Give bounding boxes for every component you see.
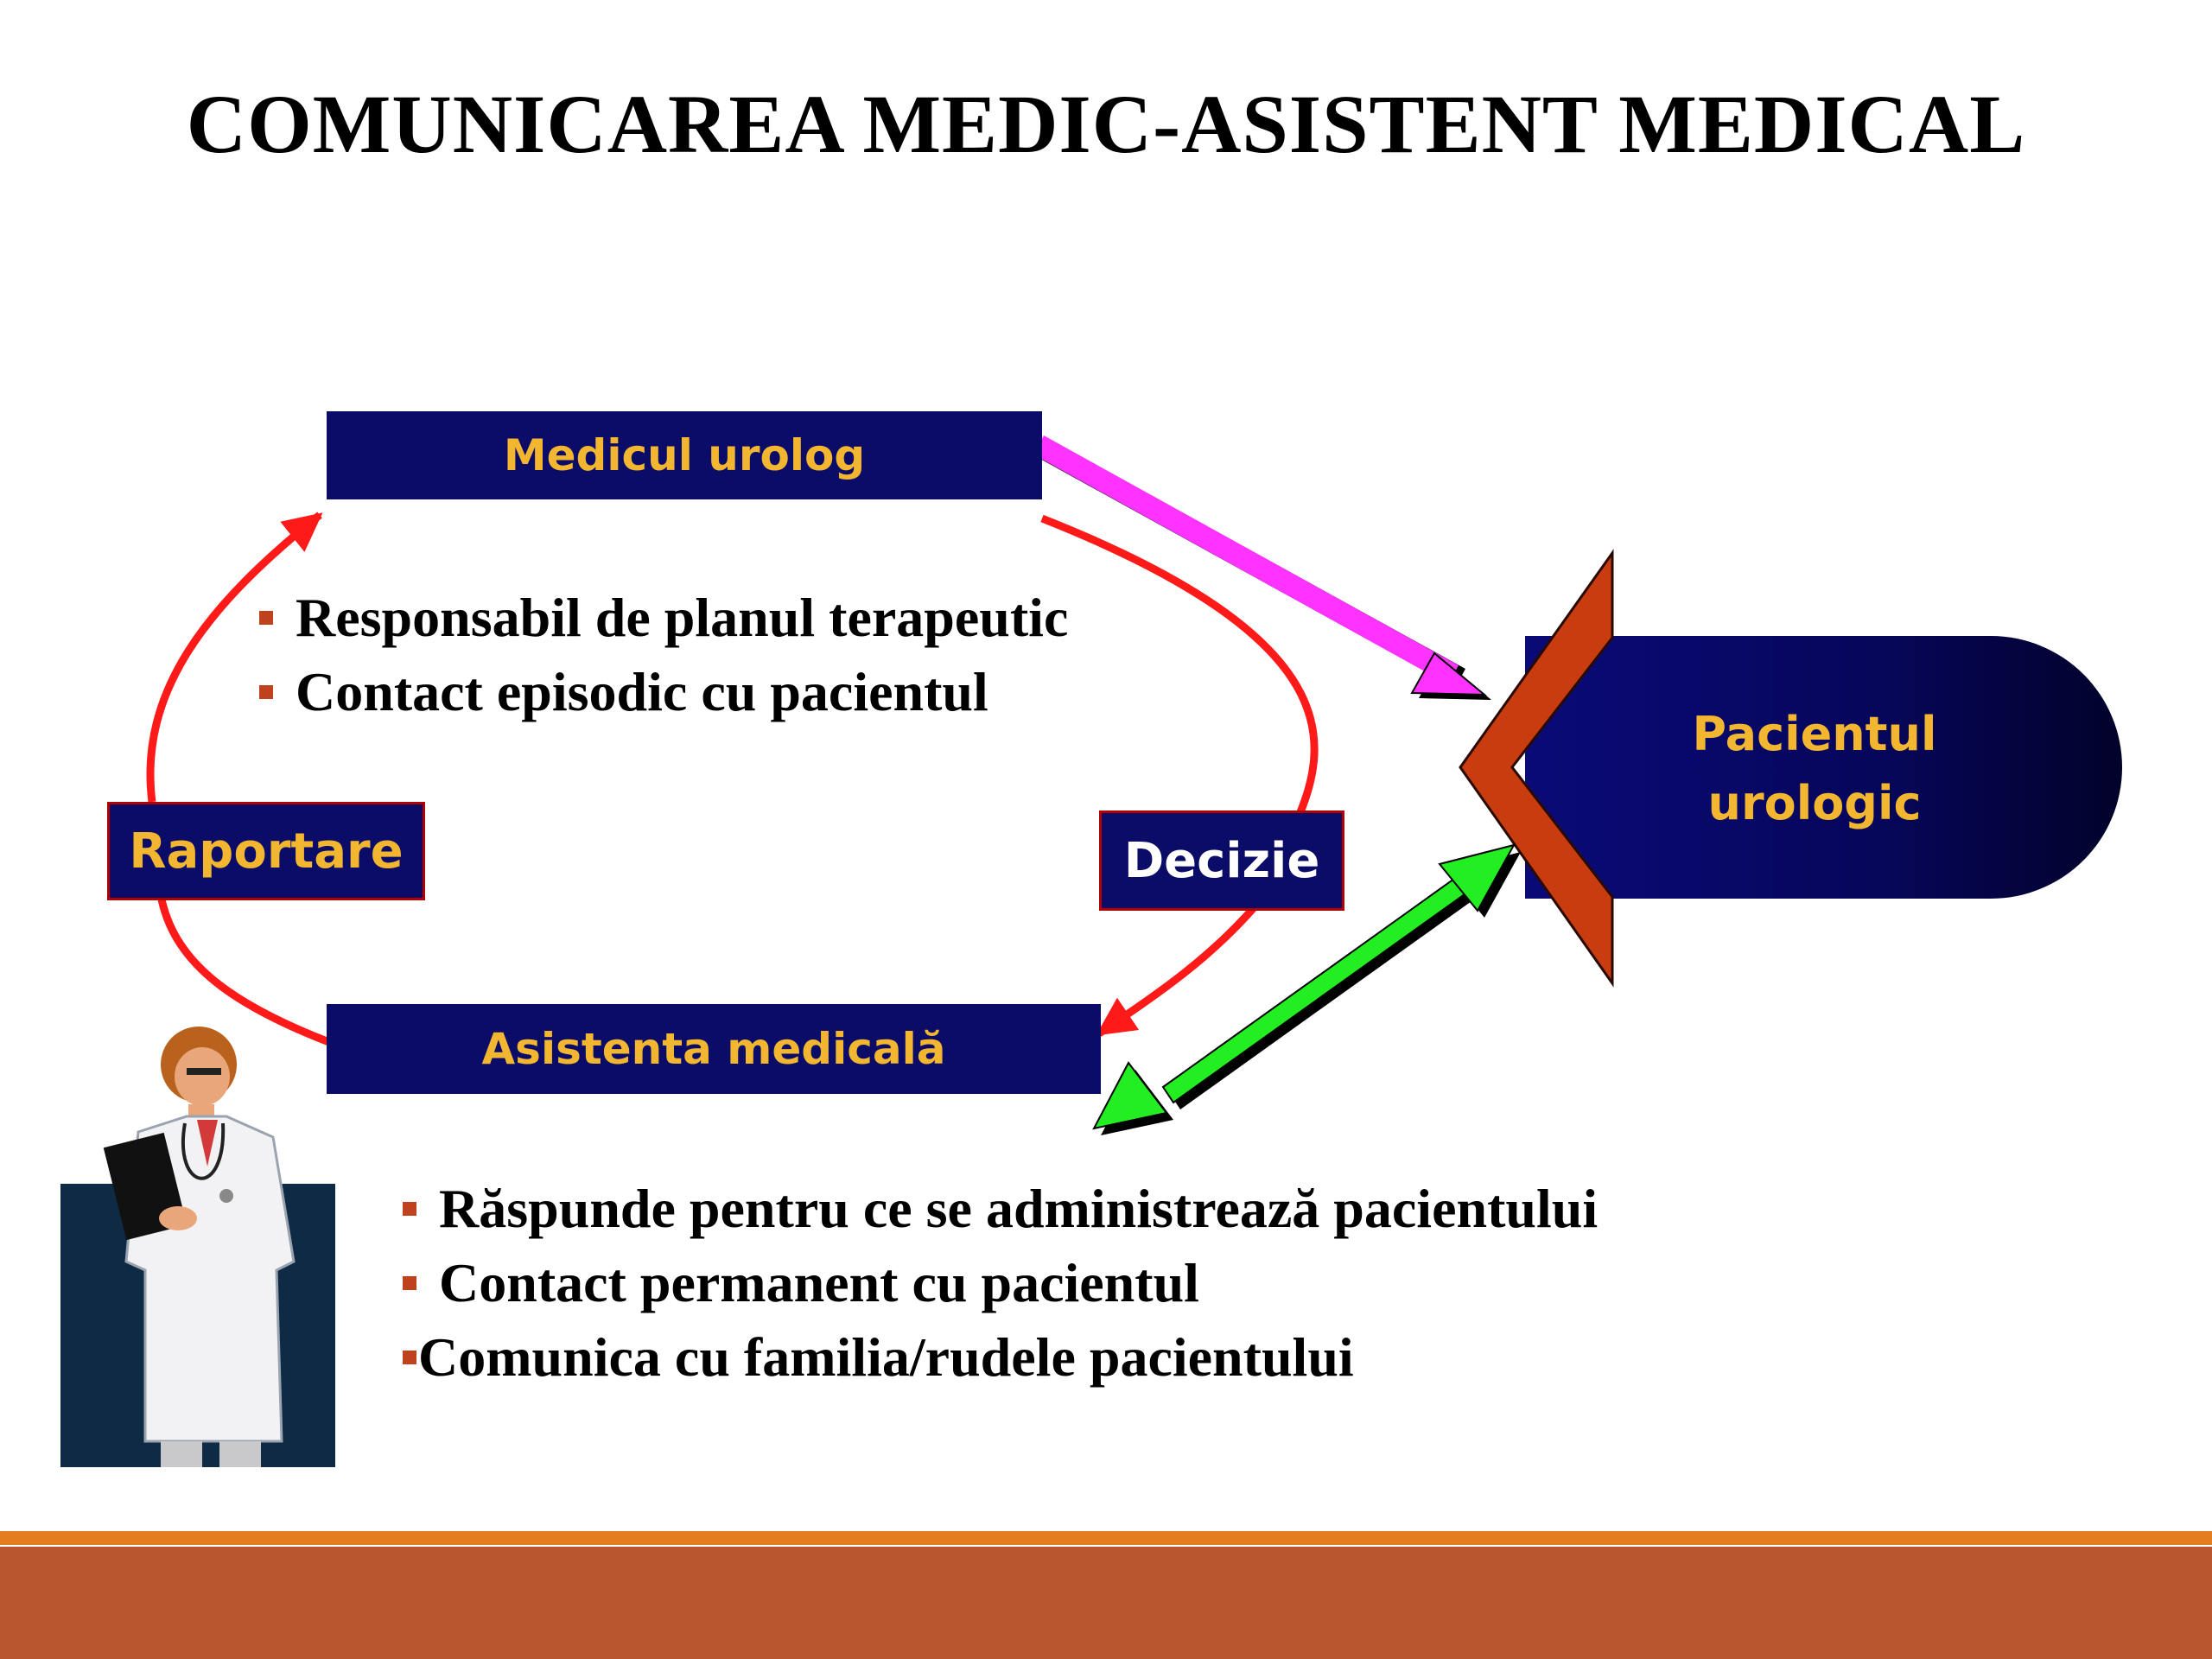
footer-bar [0, 1547, 2212, 1659]
doctor-duty-item: Responsabil de planul terapeutic [259, 581, 1068, 655]
doctor-duty-item: Contact episodic cu pacientul [259, 655, 1068, 729]
nurse-duty-item: Răspunde pentru ce se administrează paci… [403, 1172, 1598, 1246]
patient-label-line2: urologic [1707, 776, 1922, 830]
nurse-patient-arrow [1092, 843, 1521, 1135]
bullet-square-icon [403, 1351, 416, 1365]
patient-label: Pacientul urologic [1624, 700, 2005, 838]
nurse-node: Asistenta medicală [327, 1004, 1101, 1094]
bullet-square-icon [259, 685, 273, 700]
patient-node [1459, 549, 2122, 988]
nurse-duties-list: Răspunde pentru ce se administrează paci… [403, 1172, 1598, 1395]
bullet-square-icon [259, 611, 273, 626]
page-title: COMUNICAREA MEDIC-ASISTENT MEDICAL [186, 78, 2026, 170]
report-flow-arrow [146, 512, 335, 1048]
doctor-duties-list: Responsabil de planul terapeutic Contact… [259, 581, 1068, 729]
doctor-to-patient-arrow [1033, 435, 1491, 700]
nurse-duty-item: Contact permanent cu pacientul [403, 1246, 1598, 1320]
nurse-duty-item: Comunica cu familia/rudele pacientului [403, 1320, 1598, 1395]
bullet-square-icon [403, 1202, 416, 1217]
decision-label: Decizie [1099, 810, 1344, 911]
patient-chevron [1459, 549, 1614, 988]
nurse-clipart-icon [60, 1027, 335, 1467]
report-label: Raportare [107, 802, 425, 900]
footer-accent-line [0, 1531, 2212, 1545]
patient-label-line1: Pacientul [1692, 707, 1937, 761]
bullet-square-icon [403, 1276, 416, 1291]
doctor-node: Medicul urolog [327, 411, 1042, 499]
decision-flow-arrow [1040, 514, 1319, 1037]
